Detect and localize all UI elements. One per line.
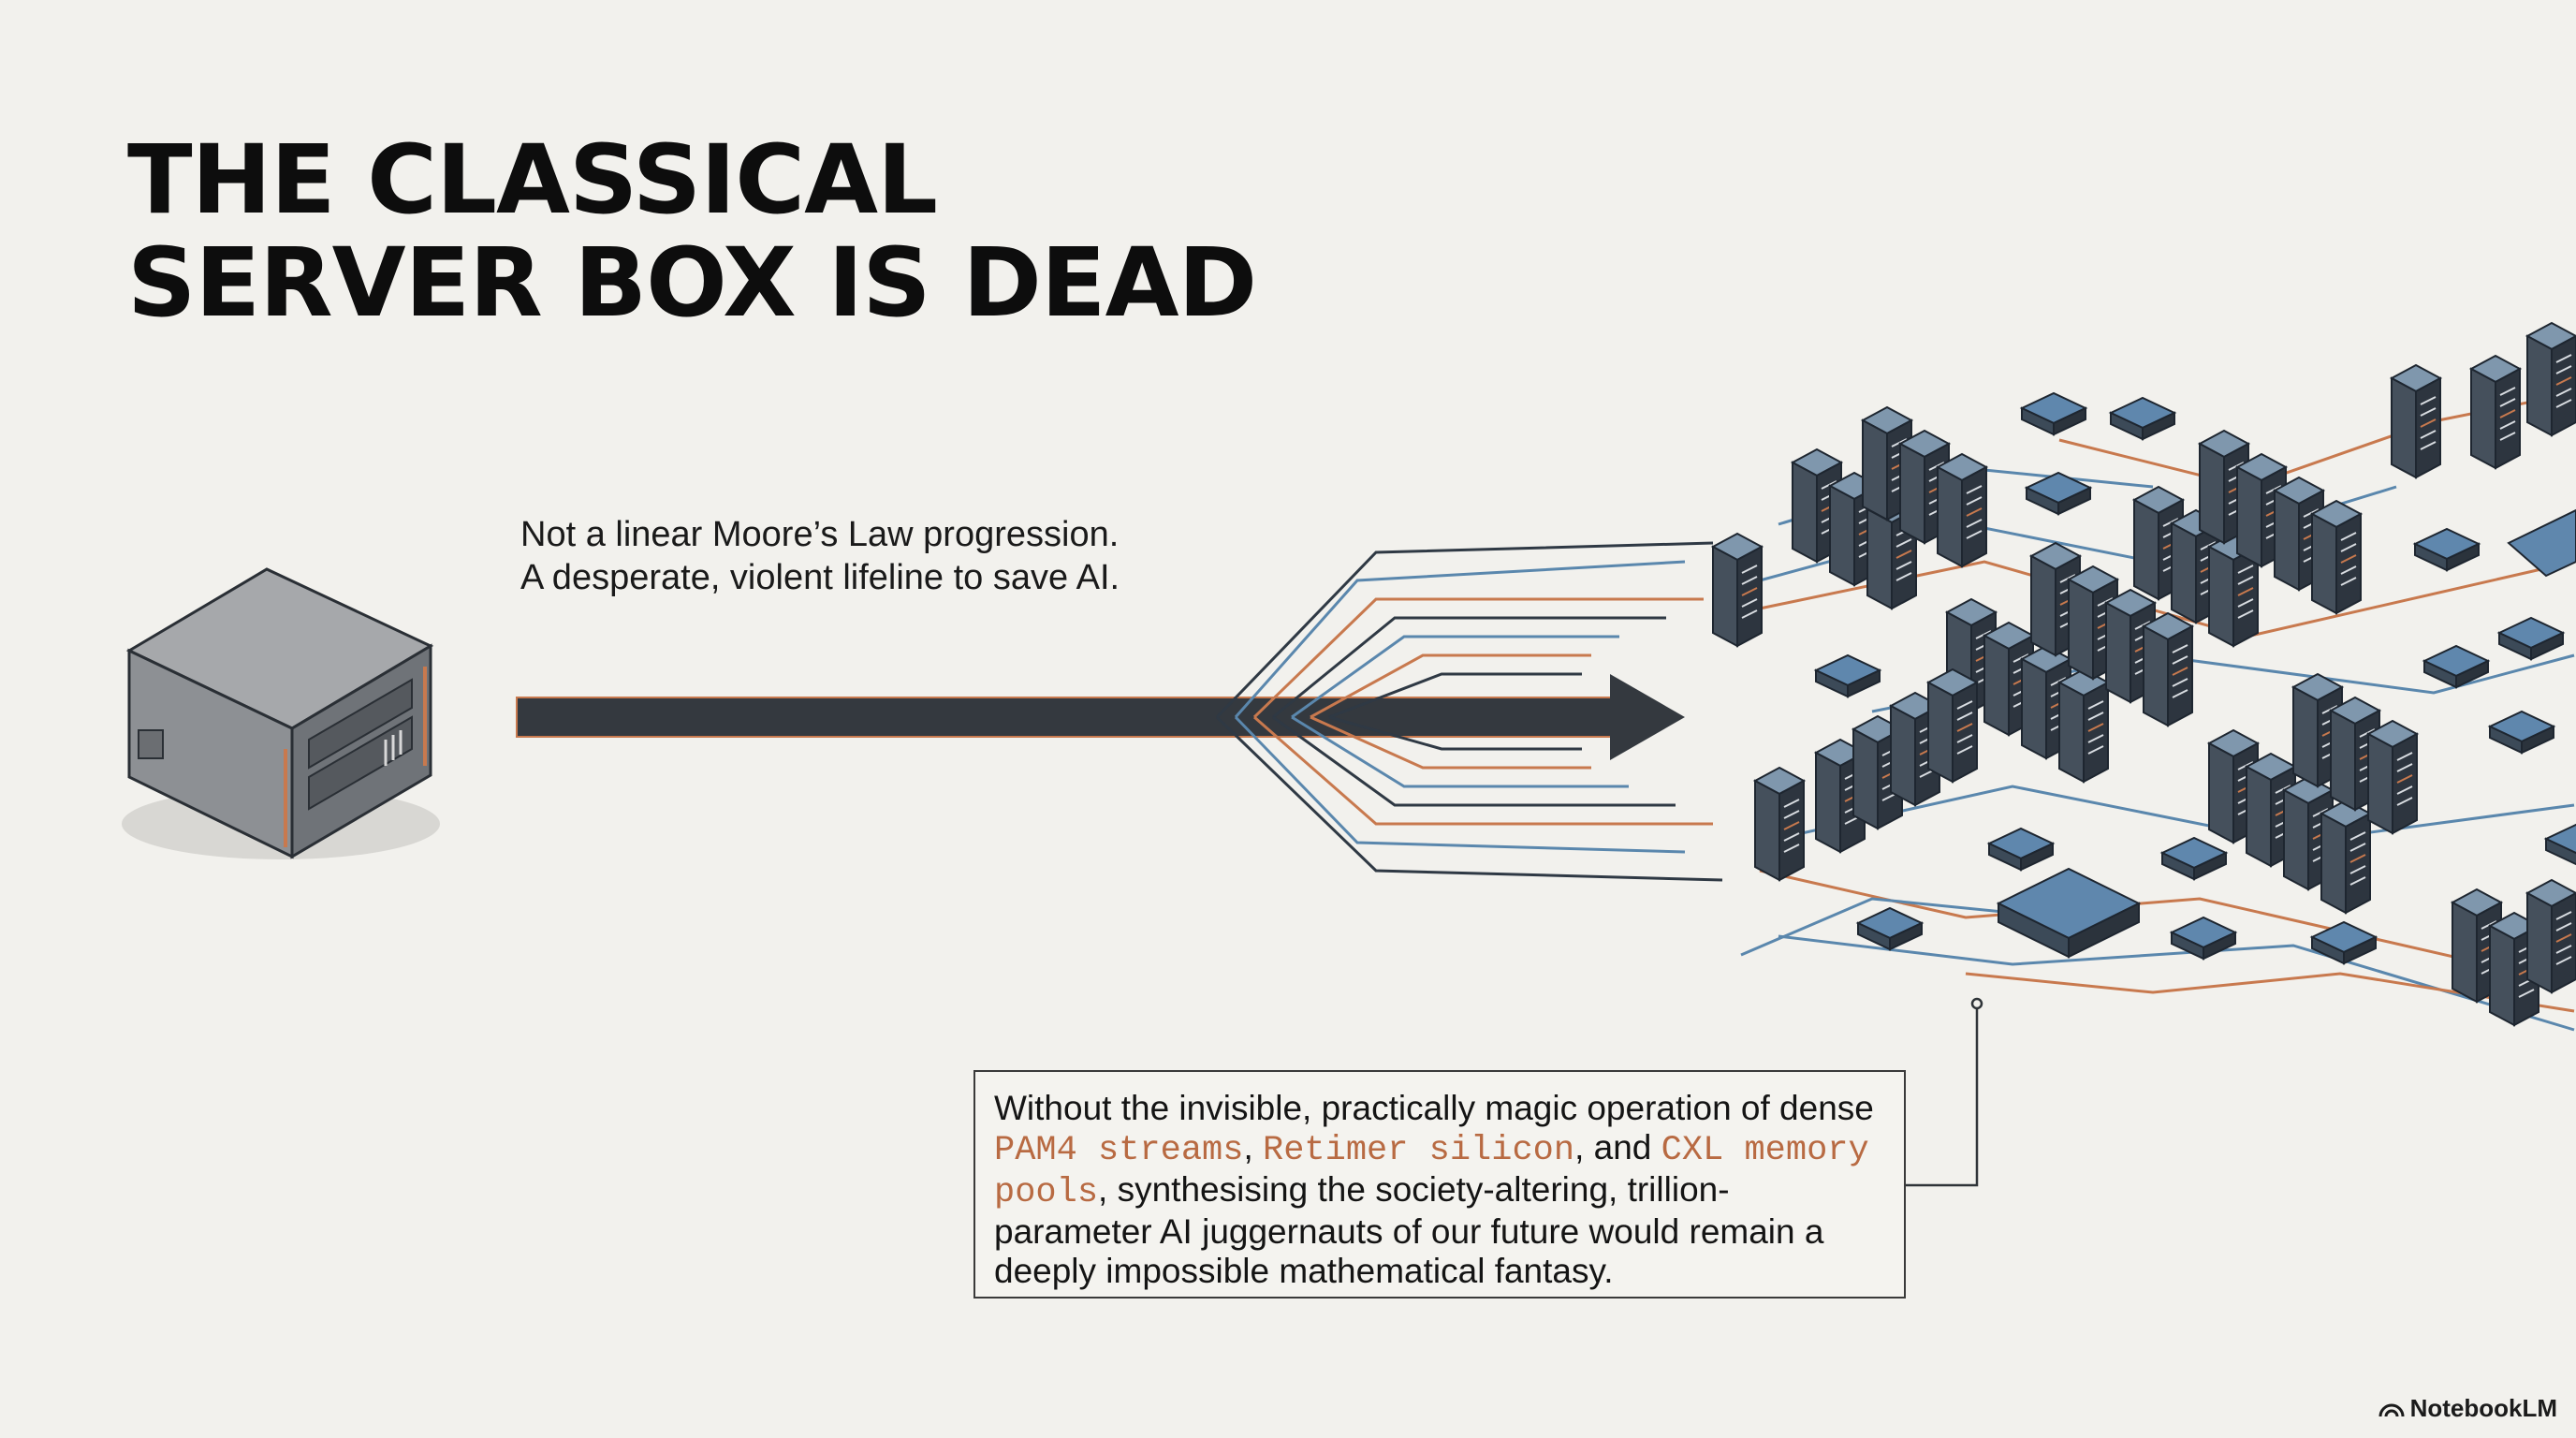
- brand-watermark: NotebookLM: [2378, 1394, 2557, 1423]
- callout-text-4: , synthesising the society-altering, tri…: [994, 1170, 1824, 1290]
- subtitle-line-2: A desperate, violent lifeline to save AI…: [520, 558, 1120, 597]
- server-box-icon: [122, 567, 440, 859]
- term-cxl: CXL memory pools: [994, 1131, 1869, 1212]
- callout-text-2: ,: [1243, 1128, 1264, 1167]
- callout-box: Without the invisible, practically magic…: [973, 1070, 1906, 1299]
- callout-text-1: Without the invisible, practically magic…: [994, 1089, 1874, 1127]
- callout-leader: [1906, 997, 1983, 1187]
- title-line-1: THE CLASSICAL: [127, 125, 938, 236]
- term-retimer: Retimer silicon: [1263, 1131, 1575, 1170]
- datacenter-cluster: [1712, 322, 2576, 1026]
- subtitle-line-1: Not a linear Moore’s Law progression.: [520, 515, 1120, 554]
- callout-text-3: , and: [1574, 1128, 1661, 1167]
- lifeline-arrow: [516, 674, 1685, 760]
- subtitle: Not a linear Moore’s Law progression. A …: [520, 513, 1120, 599]
- brand-name: NotebookLM: [2409, 1394, 2557, 1422]
- notebooklm-logo-icon: [2378, 1403, 2405, 1416]
- title-line-2: SERVER BOX IS DEAD: [127, 227, 1257, 339]
- term-pam4: PAM4 streams: [994, 1131, 1244, 1170]
- slide-title: THE CLASSICAL SERVER BOX IS DEAD: [127, 125, 1257, 339]
